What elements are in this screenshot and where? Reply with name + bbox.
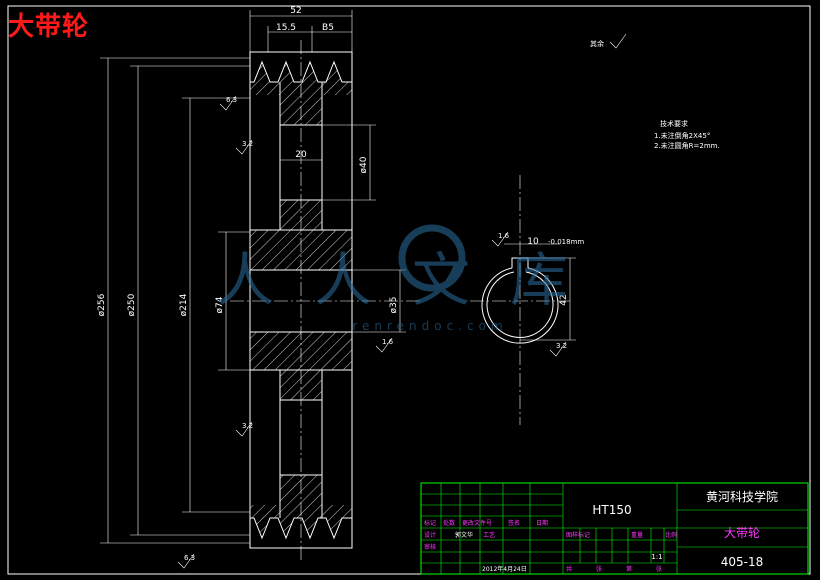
notes-heading: 技术要求	[660, 119, 688, 128]
tb-school: 黄河科技学院	[706, 489, 778, 504]
tb-label-weight: 重量	[631, 531, 643, 539]
dim-dia-hub: ø74	[215, 296, 225, 313]
dim-groove-pitch-2: B5	[322, 23, 334, 33]
tb-material: HT150	[592, 503, 631, 517]
tb-label-count: 处数	[443, 519, 455, 527]
tb-label-sign: 签名	[508, 519, 520, 527]
ra-1: 6.3	[226, 96, 237, 104]
dim-dia-groove: ø214	[179, 293, 189, 316]
ra-5: 1.6	[498, 232, 510, 240]
tb-label-sheets: 张	[596, 565, 602, 573]
tb-label-pattern: 图样标记	[566, 531, 590, 539]
tb-drawing-no: 405-18	[721, 555, 764, 569]
title-block: 标记 处数 更改文件号 签名 日期 设计 审核 工艺 图样标记 重量 比例 共 …	[420, 482, 809, 575]
tb-label-design: 设计	[424, 531, 436, 539]
dim-web-height: ø40	[359, 156, 369, 173]
ra-4: 1.6	[382, 338, 394, 346]
technical-notes: 技术要求 1.未注倒角2X45° 2.未注圆角R=2mm.	[654, 119, 720, 150]
watermark: 人人文库 renrendoc.com	[216, 224, 608, 333]
ra-6: 3.2	[556, 342, 567, 350]
tb-label-sheet: 张	[656, 565, 662, 573]
dim-dia-bore: ø35	[389, 297, 399, 314]
roughness-rest-label: 其余	[590, 39, 604, 48]
tb-label-mark: 标记	[424, 519, 436, 527]
notes-line-2: 2.未注圆角R=2mm.	[654, 141, 720, 150]
dim-keyway-width: 10	[527, 237, 539, 247]
drawing-frame	[7, 5, 811, 575]
dim-keyway-tol: -0.018mm	[548, 238, 584, 246]
tb-designer: 郭文华	[455, 531, 473, 539]
watermark-main: 人人文库	[216, 246, 608, 314]
tb-label-file: 更改文件号	[462, 519, 492, 527]
watermark-url: renrendoc.com	[352, 319, 507, 333]
tb-label-process: 工艺	[483, 531, 495, 539]
roughness-symbols	[177, 33, 627, 569]
dimension-lines	[100, 10, 576, 544]
dim-dia-pitch: ø250	[127, 293, 137, 316]
dim-key-height: 42	[559, 294, 569, 305]
dim-web-width: 20	[295, 150, 307, 160]
tb-label-date: 日期	[536, 519, 548, 527]
ra-7: 6.3	[184, 554, 195, 562]
dimension-texts: 52 15.5 B5 ø256 ø250 ø214 ø74 ø35 ø40 20…	[97, 6, 584, 316]
tb-part-name: 大带轮	[724, 526, 760, 540]
tb-scale: 1:1	[651, 553, 662, 561]
ra-3: 3.2	[242, 422, 253, 430]
notes-line-1: 1.未注倒角2X45°	[654, 131, 710, 140]
tb-label-check: 审核	[424, 543, 436, 551]
tb-label-total: 共	[566, 565, 572, 573]
dim-groove-pitch-1: 15.5	[276, 23, 296, 33]
tb-date: 2012年4月24日	[482, 565, 527, 573]
dim-width-total: 52	[290, 6, 301, 16]
corner-title: 大带轮	[8, 12, 90, 42]
ra-2: 3.2	[242, 140, 253, 148]
dim-dia-outer: ø256	[97, 293, 107, 316]
end-view	[481, 257, 559, 344]
tb-label-sheet-no: 第	[626, 565, 632, 573]
tb-label-scale: 比例	[665, 531, 677, 539]
